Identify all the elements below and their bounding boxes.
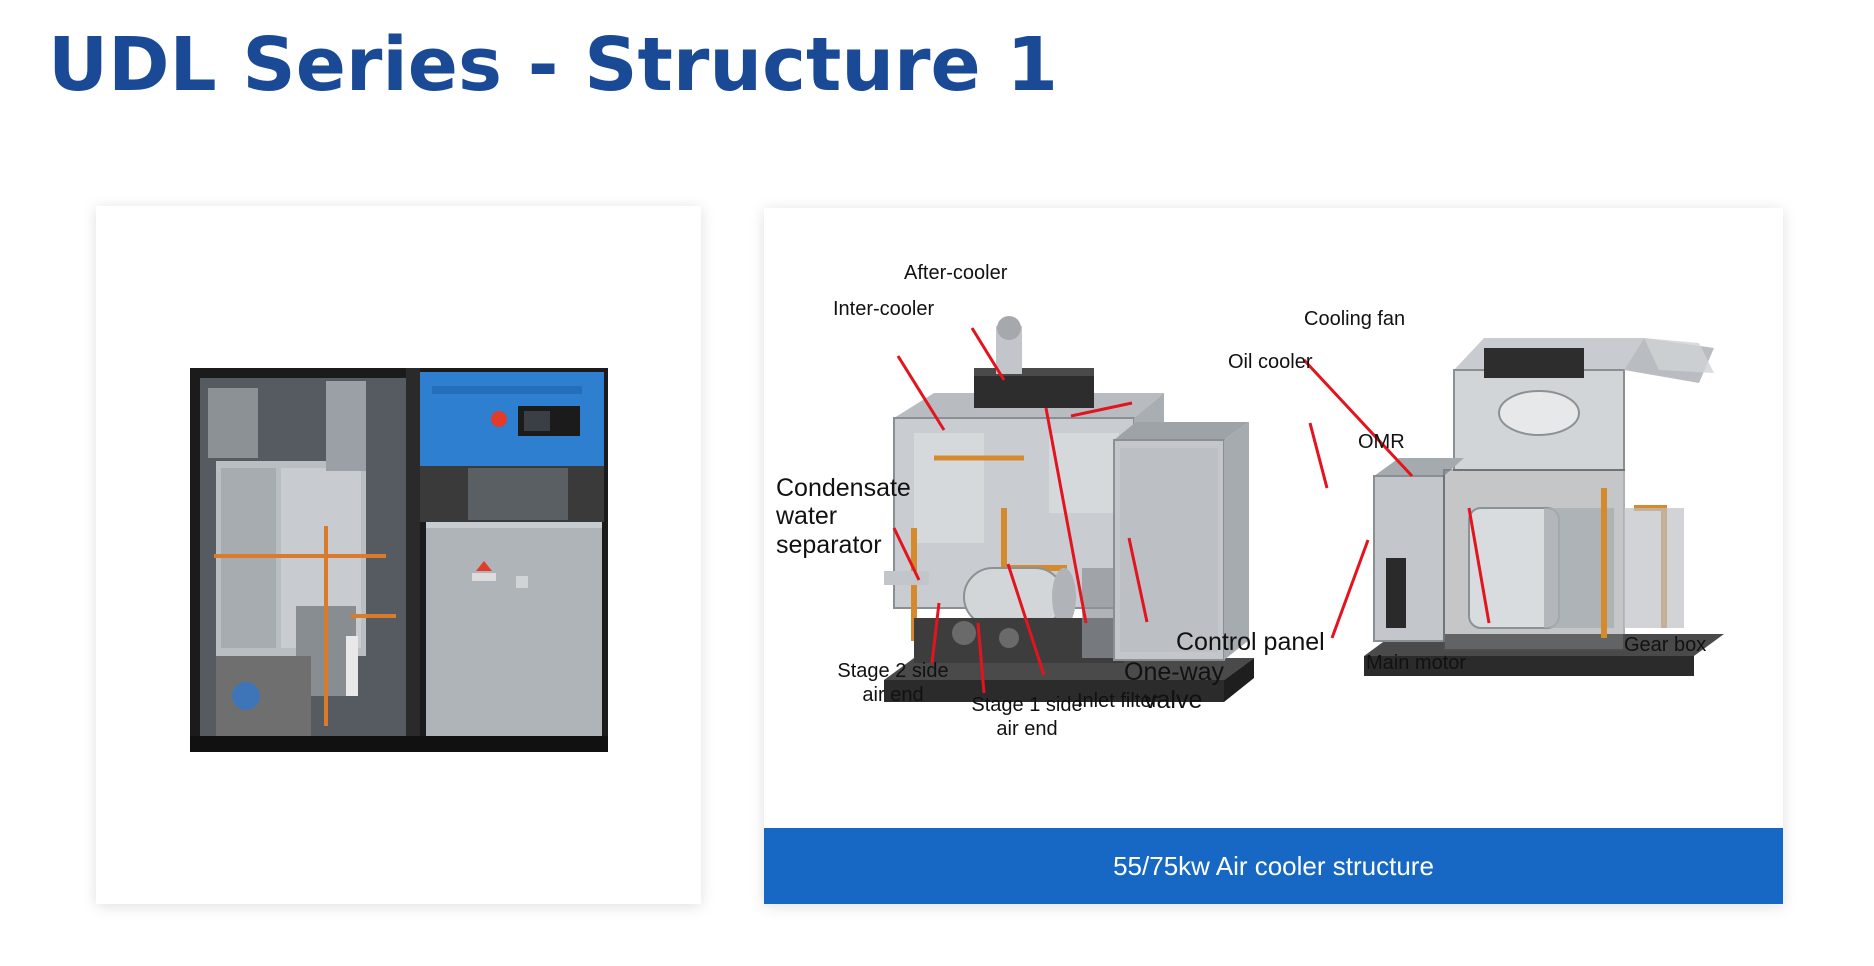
label-stage2-line1: Stage 2 side — [837, 660, 949, 682]
diagram-caption: 55/75kw Air cooler structure — [764, 828, 1783, 904]
label-after-cooler: After-cooler — [904, 262, 1008, 284]
label-stage1-line1: Stage 1 side — [971, 694, 1083, 716]
compressor-photo — [190, 368, 608, 752]
label-inter-cooler: Inter-cooler — [833, 298, 935, 320]
label-inlet-filter: Inlet filter — [1077, 690, 1159, 712]
label-main-motor: Main motor — [1366, 652, 1467, 674]
compressor-photo-card — [96, 206, 701, 904]
label-condensate-line1: Condensate — [776, 474, 911, 502]
machine-rear-view — [1364, 338, 1724, 676]
label-stage1-line2: air end — [996, 718, 1058, 740]
label-condensate-line2: water — [776, 502, 838, 530]
label-gear-box: Gear box — [1624, 634, 1707, 656]
page-title: UDL Series - Structure 1 — [48, 22, 1058, 108]
label-omr: OMR — [1358, 431, 1405, 453]
label-one-way-line1: One-way — [1124, 658, 1225, 686]
structure-diagram — [884, 316, 1724, 702]
label-cooling-fan: Cooling fan — [1304, 308, 1406, 330]
label-condensate-line3: separator — [776, 531, 882, 559]
structure-diagram-card: After-cooler Inter-cooler Oil cooler Con… — [764, 208, 1783, 904]
label-oil-cooler: Oil cooler — [1228, 351, 1313, 373]
label-control-panel: Control panel — [1176, 628, 1325, 656]
label-one-way-line2: valve — [1144, 686, 1203, 714]
label-stage2-line2: air end — [862, 684, 924, 706]
leader-lines — [892, 327, 1491, 694]
